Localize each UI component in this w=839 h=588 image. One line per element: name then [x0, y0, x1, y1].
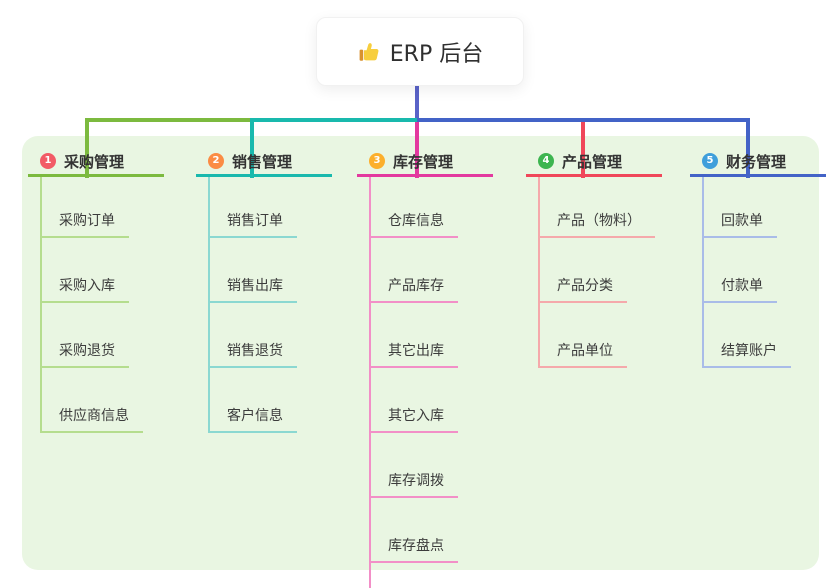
child-node[interactable]: 销售出库 [210, 238, 297, 303]
child-node[interactable]: 采购退货 [42, 303, 129, 368]
branch-header-finance[interactable]: 5 财务管理 [690, 148, 826, 177]
branch-number-badge: 2 [208, 153, 224, 169]
child-node[interactable]: 产品库存 [371, 238, 458, 303]
child-node[interactable]: 产品（物料） [540, 177, 655, 238]
child-node[interactable]: 采购入库 [42, 238, 129, 303]
child-node[interactable]: 出库库明细 [371, 563, 472, 588]
drop-line-sales [250, 118, 254, 178]
bus-line-teal [252, 118, 417, 122]
branch-sales: 2 销售管理 销售订单 销售出库 销售退货 客户信息 [196, 148, 332, 433]
drop-line-product [581, 122, 585, 178]
root-connector-line [415, 84, 419, 122]
drop-line-purchase [85, 118, 89, 178]
branch-children-sales: 销售订单 销售出库 销售退货 客户信息 [208, 177, 297, 433]
branch-number-badge: 4 [538, 153, 554, 169]
branch-children-purchase: 采购订单 采购入库 采购退货 供应商信息 [40, 177, 143, 433]
branch-label: 产品管理 [562, 152, 623, 171]
branch-label: 采购管理 [64, 152, 125, 171]
branch-children-product: 产品（物料） 产品分类 产品单位 [538, 177, 655, 368]
branch-label: 销售管理 [232, 152, 293, 171]
branch-label: 库存管理 [393, 152, 454, 171]
branch-finance: 5 财务管理 回款单 付款单 结算账户 [690, 148, 826, 368]
root-node[interactable]: ERP 后台 [316, 17, 524, 86]
child-node[interactable]: 付款单 [704, 238, 777, 303]
child-node[interactable]: 其它出库 [371, 303, 458, 368]
child-node[interactable]: 库存盘点 [371, 498, 458, 563]
root-label: ERP 后台 [389, 41, 484, 67]
branch-number-badge: 3 [369, 153, 385, 169]
drop-line-finance [746, 118, 750, 178]
child-node[interactable]: 结算账户 [704, 303, 791, 368]
bus-line-green [85, 118, 252, 122]
child-node[interactable]: 销售退货 [210, 303, 297, 368]
child-node[interactable]: 其它入库 [371, 368, 458, 433]
thumbs-up-icon [357, 40, 381, 64]
branch-purchase: 1 采购管理 采购订单 采购入库 采购退货 供应商信息 [28, 148, 164, 433]
drop-line-inventory [415, 122, 419, 178]
child-node[interactable]: 客户信息 [210, 368, 297, 433]
branch-product: 4 产品管理 产品（物料） 产品分类 产品单位 [526, 148, 662, 368]
child-node[interactable]: 采购订单 [42, 177, 129, 238]
child-node[interactable]: 供应商信息 [42, 368, 143, 433]
branch-label: 财务管理 [726, 152, 787, 171]
branch-header-sales[interactable]: 2 销售管理 [196, 148, 332, 177]
child-node[interactable]: 产品分类 [540, 238, 627, 303]
child-node[interactable]: 仓库信息 [371, 177, 458, 238]
branch-inventory: 3 库存管理 仓库信息 产品库存 其它出库 其它入库 库存调拨 库存盘点 出库库… [357, 148, 493, 588]
branch-children-finance: 回款单 付款单 结算账户 [702, 177, 791, 368]
child-node[interactable]: 产品单位 [540, 303, 627, 368]
child-node[interactable]: 回款单 [704, 177, 777, 238]
branch-header-purchase[interactable]: 1 采购管理 [28, 148, 164, 177]
child-node[interactable]: 库存调拨 [371, 433, 458, 498]
child-node[interactable]: 销售订单 [210, 177, 297, 238]
branch-children-inventory: 仓库信息 产品库存 其它出库 其它入库 库存调拨 库存盘点 出库库明细 [369, 177, 472, 588]
branch-header-product[interactable]: 4 产品管理 [526, 148, 662, 177]
bus-line-blue [417, 118, 750, 122]
branch-number-badge: 1 [40, 153, 56, 169]
branch-number-badge: 5 [702, 153, 718, 169]
branch-header-inventory[interactable]: 3 库存管理 [357, 148, 493, 177]
